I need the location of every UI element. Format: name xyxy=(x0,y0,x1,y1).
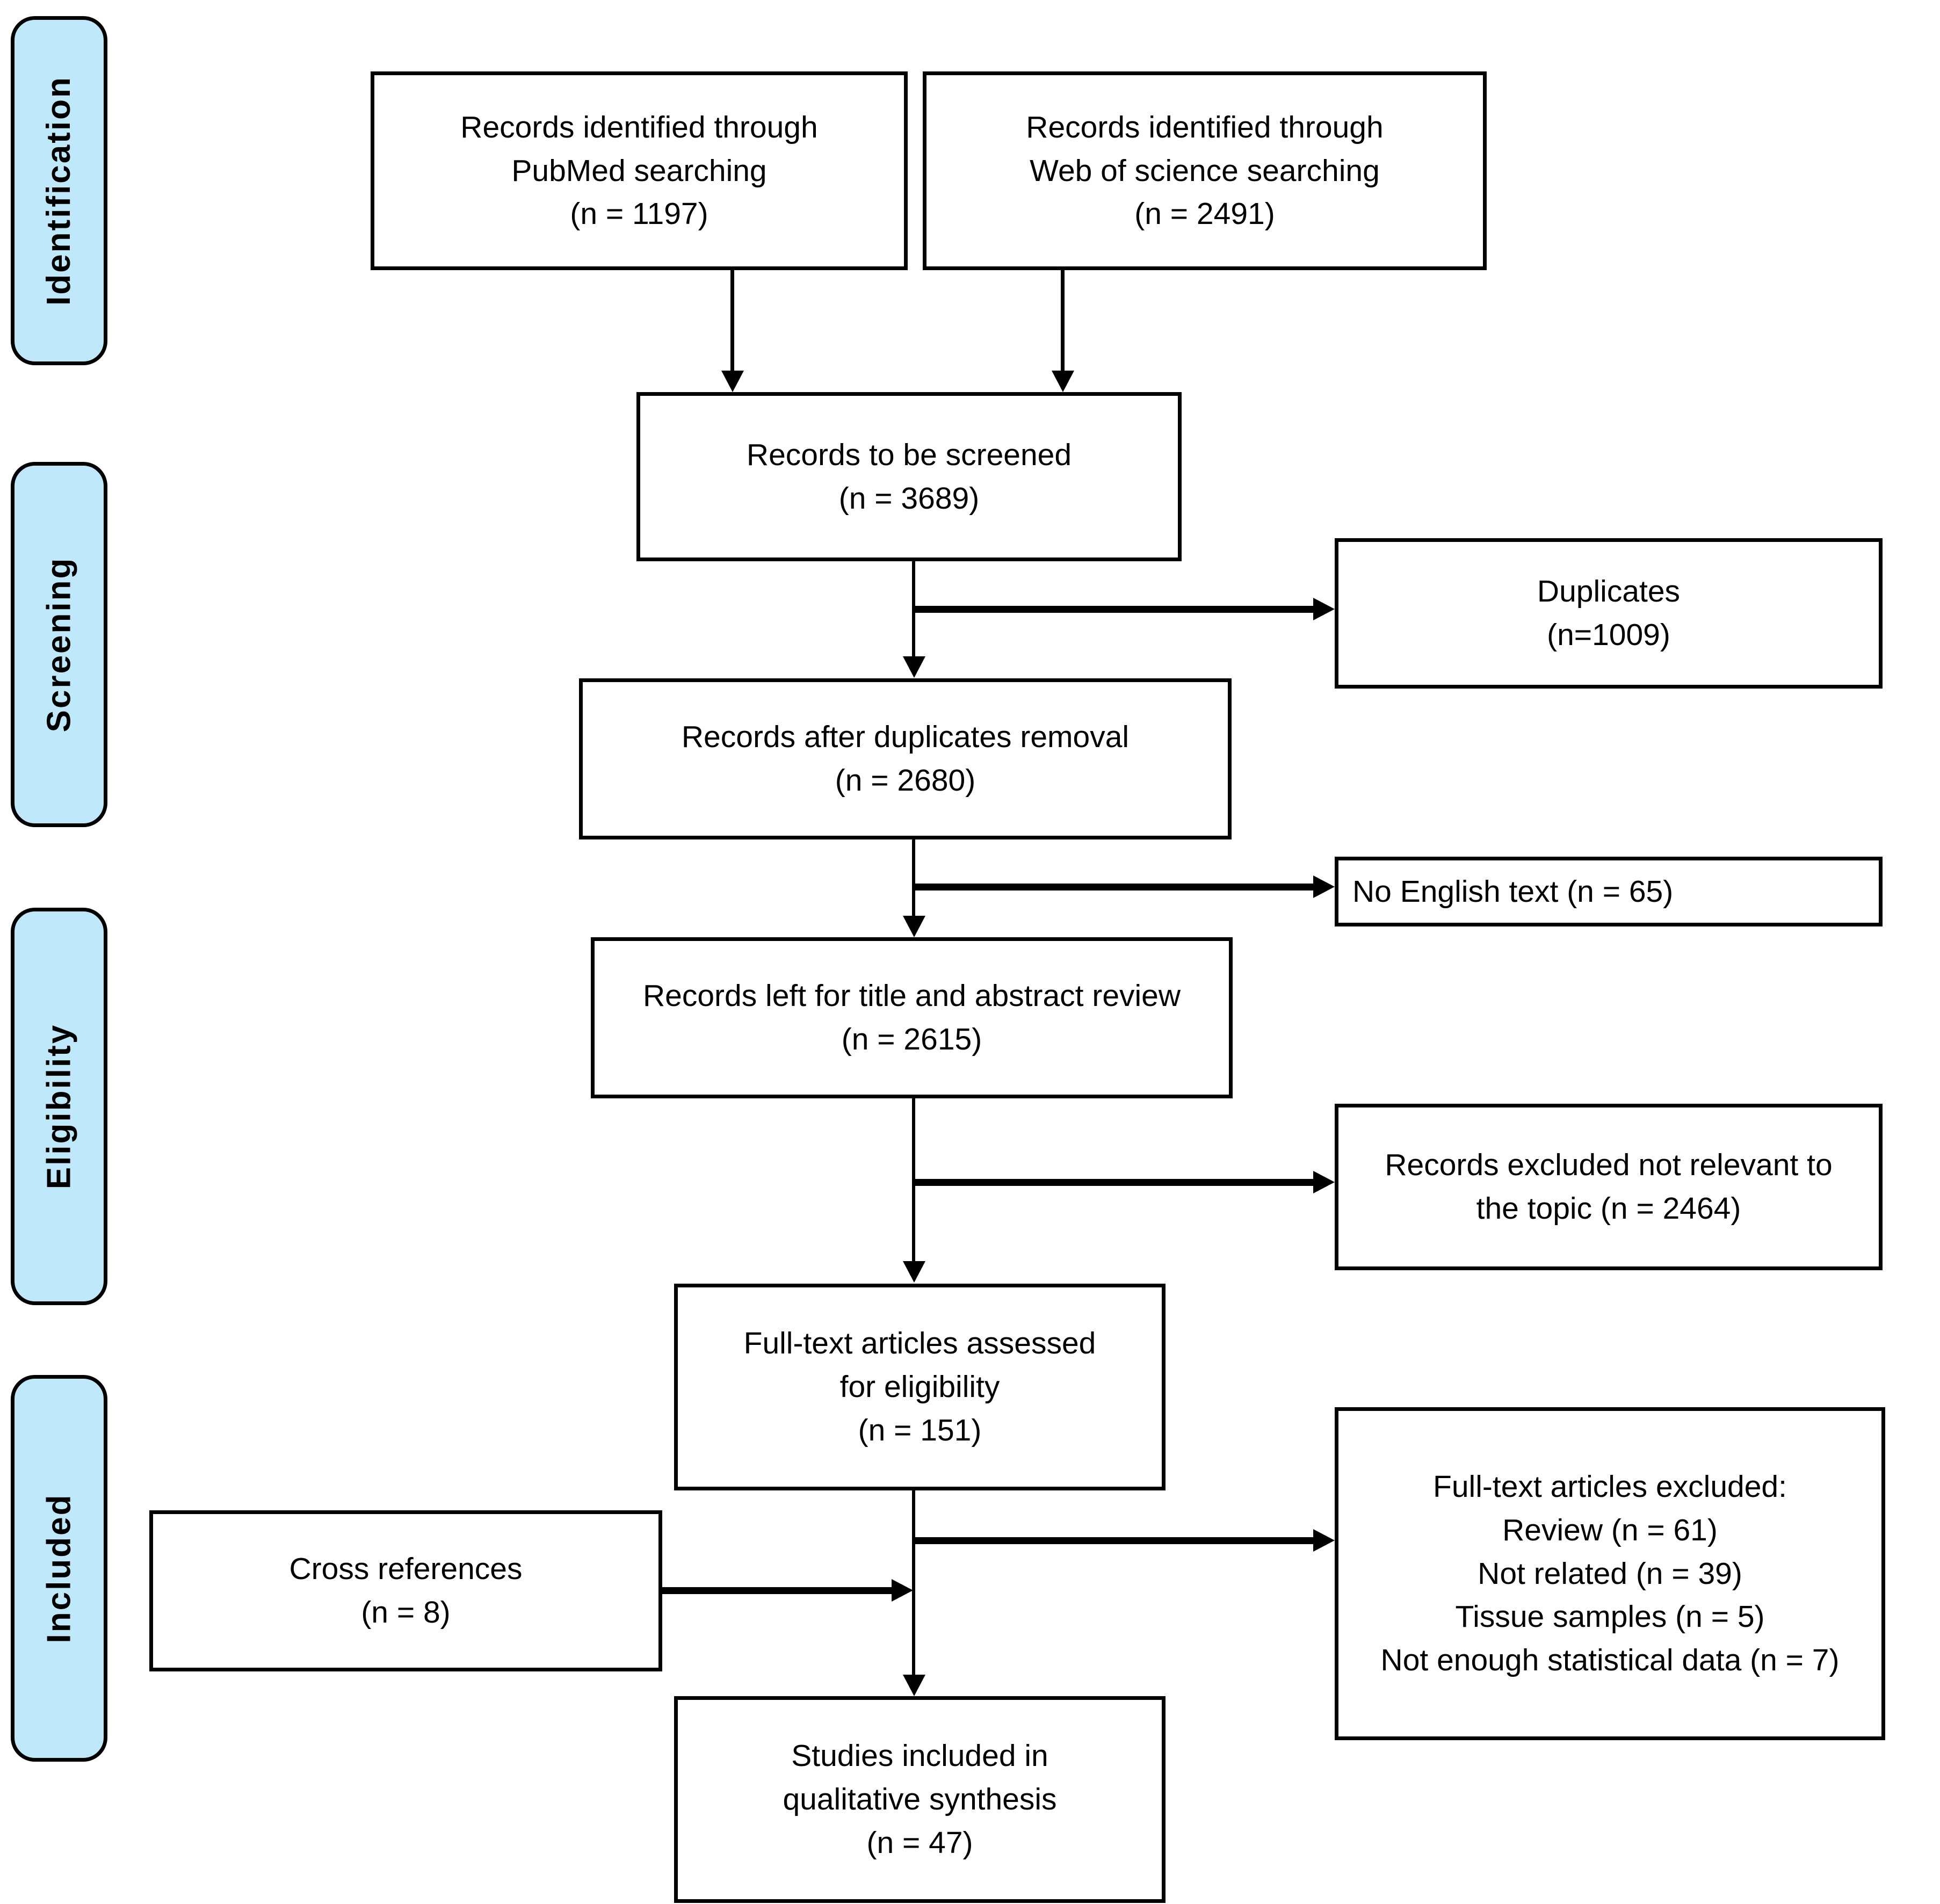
box-fulltext-excluded-line4: Tissue samples (n = 5) xyxy=(1455,1599,1765,1634)
stage-pill-eligibility: Eligibility xyxy=(11,908,107,1305)
stage-pill-included: Included xyxy=(11,1375,107,1762)
stage-label-included: Included xyxy=(40,1493,77,1644)
arrowhead-screen-to-afterdupes xyxy=(903,656,925,678)
box-after-dupes-line2: (n = 2680) xyxy=(835,763,976,798)
arrowhead-afterdupes-to-titleabstract xyxy=(903,916,925,937)
box-no-english-text: No English text (n = 65) xyxy=(1335,857,1883,926)
box-fulltext-assessed-line1: Full-text articles assessed xyxy=(743,1326,1096,1361)
box-fulltext-excluded-line1: Full-text articles excluded: xyxy=(1433,1469,1787,1504)
arrowhead-pubmed-to-screen xyxy=(721,371,744,392)
box-cross-refs-line1: Cross references xyxy=(289,1552,523,1587)
connector-screen-to-duplicates xyxy=(912,606,1324,613)
connector-fulltext-to-excluded xyxy=(912,1537,1324,1544)
connector-crossrefs-to-trunk xyxy=(662,1587,893,1594)
arrowhead-titleabstract-to-fulltext xyxy=(903,1261,925,1283)
arrowhead-titleabstract-to-excluded xyxy=(1313,1171,1335,1193)
box-fulltext-excluded-line5: Not enough statistical data (n = 7) xyxy=(1380,1643,1840,1678)
connector-titleabstract-to-excluded xyxy=(912,1179,1324,1186)
box-studies-included: Studies included in qualitative synthesi… xyxy=(674,1696,1166,1903)
box-records-to-be-screened: Records to be screened (n = 3689) xyxy=(636,392,1182,561)
box-records-excluded-topic: Records excluded not relevant to the top… xyxy=(1335,1104,1883,1270)
box-webofscience-records: Records identified through Web of scienc… xyxy=(923,71,1487,270)
box-fulltext-assessed-line3: (n = 151) xyxy=(858,1413,982,1447)
box-to-screen-line2: (n = 3689) xyxy=(838,481,980,516)
connector-afterdupes-trunk xyxy=(912,839,915,917)
box-pubmed-line3: (n = 1197) xyxy=(570,197,708,231)
connector-pubmed-to-screen xyxy=(730,270,734,372)
arrowhead-afterdupes-to-noenglish xyxy=(1313,875,1335,898)
box-after-dupes-line1: Records after duplicates removal xyxy=(681,720,1130,755)
box-included-studies-line3: (n = 47) xyxy=(866,1825,973,1860)
connector-afterdupes-to-noenglish xyxy=(912,884,1324,891)
connector-fulltext-trunk xyxy=(912,1490,915,1676)
box-wos-line3: (n = 2491) xyxy=(1134,197,1275,231)
box-excluded-topic-line2: the topic (n = 2464) xyxy=(1476,1191,1741,1226)
box-duplicates-line2: (n=1009) xyxy=(1547,618,1670,652)
stage-label-identification: Identification xyxy=(40,76,77,306)
box-wos-line2: Web of science searching xyxy=(1030,153,1380,188)
box-duplicates: Duplicates (n=1009) xyxy=(1335,538,1883,689)
box-included-studies-line1: Studies included in xyxy=(791,1739,1048,1773)
stage-pill-identification: Identification xyxy=(11,16,107,365)
box-no-english-line1: No English text (n = 65) xyxy=(1352,874,1674,909)
connector-wos-to-screen xyxy=(1061,270,1065,372)
box-excluded-topic-line1: Records excluded not relevant to xyxy=(1385,1148,1833,1183)
box-cross-references: Cross references (n = 8) xyxy=(149,1510,662,1671)
box-to-screen-line1: Records to be screened xyxy=(746,437,1072,472)
stage-label-eligibility: Eligibility xyxy=(40,1023,77,1190)
box-included-studies-line2: qualitative synthesis xyxy=(783,1782,1057,1817)
arrowhead-wos-to-screen xyxy=(1052,371,1074,392)
arrowhead-fulltext-to-excluded xyxy=(1313,1529,1335,1552)
arrowhead-screen-to-duplicates xyxy=(1313,598,1335,620)
box-pubmed-records: Records identified through PubMed search… xyxy=(371,71,908,270)
box-fulltext-assessed-line2: for eligibility xyxy=(839,1370,1000,1405)
box-cross-refs-line2: (n = 8) xyxy=(361,1595,451,1630)
box-fulltext-excluded: Full-text articles excluded: Review (n =… xyxy=(1335,1407,1885,1740)
box-pubmed-line1: Records identified through xyxy=(460,110,818,144)
arrowhead-crossrefs-to-trunk xyxy=(892,1579,913,1602)
stage-pill-screening: Screening xyxy=(11,462,107,827)
stage-label-screening: Screening xyxy=(40,556,77,733)
box-duplicates-line1: Duplicates xyxy=(1537,574,1681,609)
box-records-after-duplicates: Records after duplicates removal (n = 26… xyxy=(579,678,1232,839)
box-fulltext-excluded-line3: Not related (n = 39) xyxy=(1478,1556,1742,1591)
box-title-abstract-review: Records left for title and abstract revi… xyxy=(591,937,1233,1098)
box-wos-line1: Records identified through xyxy=(1026,110,1384,144)
box-fulltext-excluded-line2: Review (n = 61) xyxy=(1502,1512,1718,1547)
box-fulltext-assessed: Full-text articles assessed for eligibil… xyxy=(674,1284,1166,1490)
box-title-abstract-line1: Records left for title and abstract revi… xyxy=(642,979,1181,1013)
arrowhead-fulltext-to-included xyxy=(903,1675,925,1696)
box-pubmed-line2: PubMed searching xyxy=(511,153,767,188)
box-title-abstract-line2: (n = 2615) xyxy=(841,1022,982,1056)
